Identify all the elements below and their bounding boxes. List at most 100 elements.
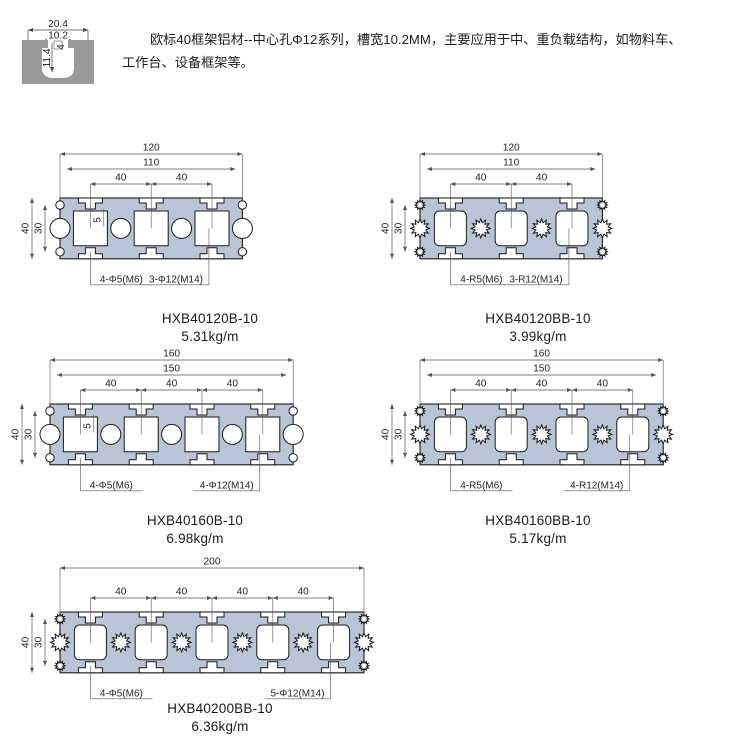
- dim-pitch-0-arrow-r: [146, 182, 152, 186]
- hdr-dim-102: 10.2: [48, 31, 68, 42]
- dim-pitch-3-arrow-l: [272, 595, 278, 600]
- bottom-slot: [620, 453, 646, 466]
- caption-hxb40120bb: HXB40120BB-10 3.99kg/m: [428, 310, 648, 345]
- dim-height-arrow-t: [389, 403, 394, 409]
- corner-star-boss: [357, 659, 371, 673]
- bottom-slot: [138, 661, 164, 674]
- corner-bore: [55, 247, 65, 257]
- dim-overall-label: 120: [503, 143, 520, 154]
- cavity: [123, 416, 159, 453]
- note-left: 4-Φ5(M6): [90, 480, 133, 491]
- corner-bore: [237, 200, 248, 210]
- star-boss: [530, 217, 553, 240]
- bottom-slot: [250, 453, 276, 466]
- dim-inner-height-arrow-t: [32, 410, 37, 416]
- note-right: 3-R12(M14): [509, 274, 562, 285]
- profile-body: [39, 403, 304, 466]
- corner-star-boss: [656, 451, 670, 465]
- bottom-slot: [199, 661, 225, 674]
- profile-name: HXB40120B-10: [161, 311, 259, 326]
- dim-overall-arrow-l: [60, 565, 66, 570]
- dim-overall-label: 200: [203, 556, 220, 567]
- note-left: 4-Φ5(M6): [100, 274, 143, 285]
- dim-pitch-1-label: 40: [166, 379, 178, 390]
- dim-overall-arrow-r: [237, 152, 243, 157]
- dim-pitch-1-label: 40: [536, 173, 548, 184]
- dim-height-arrow-b: [389, 459, 394, 465]
- dim-overall-arrow-l: [419, 358, 425, 363]
- page-header: 20.4 10.2: [0, 0, 746, 100]
- dim-pitch-1-arrow-r: [206, 595, 212, 600]
- dim-pitch-0-arrow-l: [90, 182, 96, 186]
- cavity: [184, 416, 220, 453]
- profile-name: HXB40160BB-10: [485, 513, 591, 528]
- center-bore: [221, 423, 243, 445]
- dim-inner-height-arrow-b: [32, 452, 37, 458]
- dim-pitch-0-arrow-r: [136, 388, 142, 393]
- corner-star-boss: [413, 404, 427, 418]
- dim-height-arrow-b: [30, 667, 35, 673]
- center-bore: [110, 217, 132, 239]
- dim-pitch-1-arrow-l: [151, 182, 157, 186]
- dim-second-arrow-r: [281, 373, 287, 378]
- bottom-slot: [128, 453, 154, 466]
- dim-pitch-1-arrow-l: [141, 388, 147, 393]
- dim-height-arrow-b: [389, 253, 394, 259]
- star-boss: [409, 423, 431, 446]
- star-boss: [591, 423, 614, 446]
- dim-height-label: 40: [21, 636, 32, 648]
- corner-star-boss: [596, 198, 609, 212]
- corner-star-boss: [656, 404, 670, 418]
- star-boss: [652, 423, 675, 446]
- dim-overall-arrow-l: [419, 152, 425, 157]
- dim-second-label: 110: [503, 158, 520, 169]
- corner-star-boss: [53, 659, 67, 673]
- dim-pitch-1-arrow-l: [511, 182, 517, 186]
- center-bore: [100, 423, 122, 445]
- note-right: 4-R12(M14): [570, 480, 623, 491]
- corner-bore: [288, 453, 298, 463]
- profile-weight: 3.99kg/m: [509, 328, 567, 344]
- dim-pitch-1-arrow-r: [206, 182, 212, 186]
- profile-name: HXB40120BB-10: [485, 311, 591, 326]
- dim-pitch-1-arrow-l: [511, 388, 517, 393]
- center-bore: [49, 217, 71, 239]
- dim-second-arrow-l: [66, 167, 72, 172]
- note-right: 5-Φ12(M14): [271, 688, 325, 699]
- note-right: 4-Φ12(M14): [200, 480, 254, 491]
- note-left: 4-R5(M6): [460, 274, 502, 285]
- dim-second-arrow-l: [56, 373, 62, 378]
- star-boss: [109, 631, 132, 654]
- dim-pitch-2-arrow-l: [211, 595, 217, 600]
- dim-inner-height-label: 30: [34, 636, 45, 648]
- dim-pitch-2-arrow-l: [201, 388, 207, 393]
- dim-inner-height-arrow-t: [42, 204, 47, 210]
- dim-pitch-0-arrow-r: [506, 182, 512, 186]
- dim-slot-label: 5: [92, 217, 103, 223]
- dim-inner-height-arrow-b: [402, 452, 407, 458]
- dim-inner-height-label: 30: [393, 428, 404, 440]
- corner-bore: [237, 247, 248, 257]
- dim-overall-label: 120: [143, 143, 160, 154]
- dim-second-arrow-r: [230, 167, 236, 172]
- dim-overall-arrow-r: [358, 565, 364, 570]
- dim-second-label: 150: [163, 364, 180, 375]
- dim-inner-height-arrow-b: [402, 246, 407, 252]
- center-bore: [171, 217, 193, 239]
- dim-pitch-1-label: 40: [176, 586, 188, 597]
- dim-pitch-0-arrow-l: [450, 182, 456, 186]
- dim-overall-label: 160: [533, 349, 550, 360]
- dim-pitch-1-label: 40: [176, 173, 188, 184]
- cavity: [245, 416, 281, 453]
- star-boss: [170, 631, 193, 654]
- corner-star-boss: [413, 451, 427, 465]
- dim-pitch-1-arrow-l: [151, 595, 157, 600]
